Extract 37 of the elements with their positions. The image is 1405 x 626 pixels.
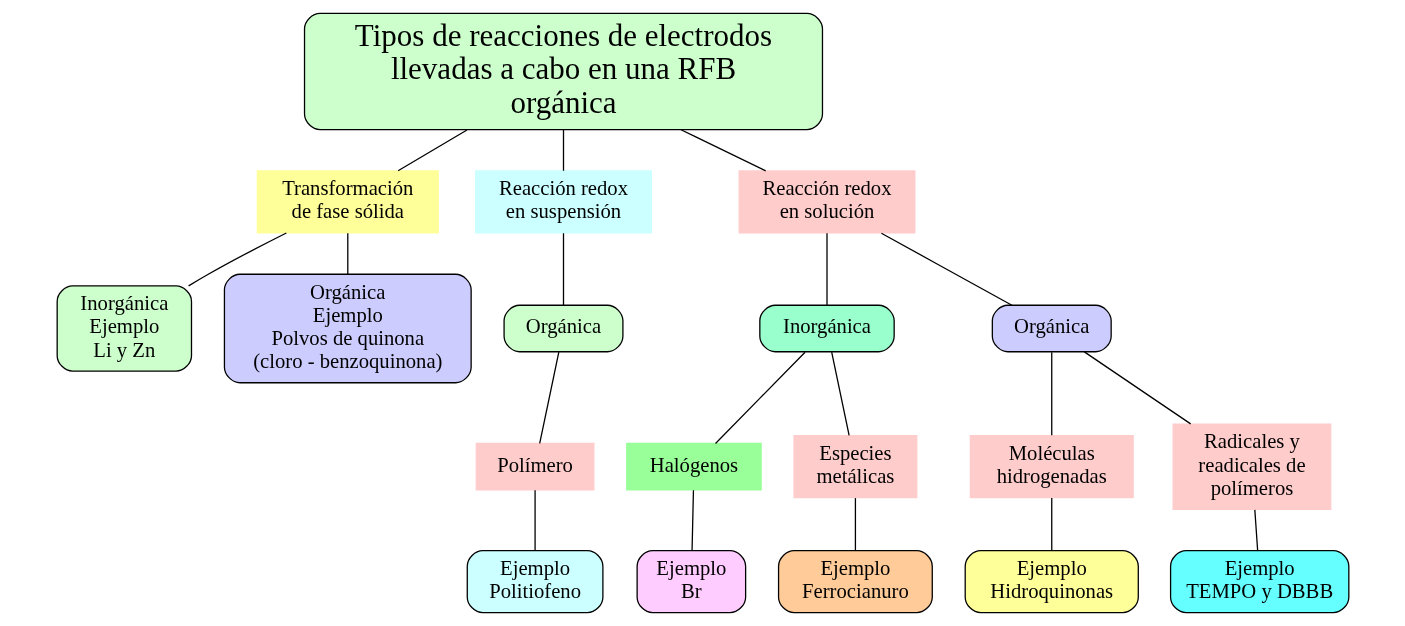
connector <box>562 129 564 172</box>
connector <box>714 351 806 445</box>
connector <box>562 232 564 306</box>
node-box: Moléculas hidrogenadas <box>969 435 1134 499</box>
node-box: Orgánica <box>991 304 1112 353</box>
node-box: Orgánica <box>502 304 624 353</box>
connector <box>538 351 559 445</box>
connector <box>690 489 694 552</box>
connector <box>396 129 468 172</box>
connector <box>1050 351 1052 436</box>
node-box: Especies metálicas <box>792 435 917 499</box>
node-box: Ejemplo Ferrocianuro <box>777 550 933 614</box>
node-box: Ejemplo Br <box>635 550 746 614</box>
connector <box>346 232 348 275</box>
connector <box>1050 497 1052 552</box>
node-box: Reacción redox en solución <box>738 170 915 234</box>
connector <box>679 129 766 172</box>
connector <box>854 497 856 552</box>
connector <box>1083 351 1191 425</box>
node-box: Inorgánica <box>758 304 895 353</box>
connector <box>825 232 828 306</box>
connector <box>533 489 536 552</box>
node-box: Polímero <box>475 442 594 491</box>
node-box: Ejemplo Hidroquinonas <box>964 550 1139 614</box>
node-box: Orgánica Ejemplo Polvos de quinona (cloro - benzoquinona) <box>223 273 472 384</box>
node-box: Tipos de reacciones de electrodos llevadas a cabo en una RFB orgánica <box>303 12 823 131</box>
connector <box>187 232 287 287</box>
connector <box>1253 509 1258 552</box>
node-box: Transformación de fase sólida <box>256 170 439 234</box>
node-box: Halógenos <box>625 442 762 491</box>
connector <box>830 351 850 436</box>
node-box: Reacción redox en suspensión <box>474 170 652 234</box>
node-box: Ejemplo Politiofeno <box>466 550 604 614</box>
node-box: Ejemplo TEMPO y DBBB <box>1169 550 1349 614</box>
node-box: Inorgánica Ejemplo Li y Zn <box>56 285 192 372</box>
connector <box>880 232 1013 306</box>
node-box: Radicales y readicales de polímeros <box>1172 423 1331 510</box>
